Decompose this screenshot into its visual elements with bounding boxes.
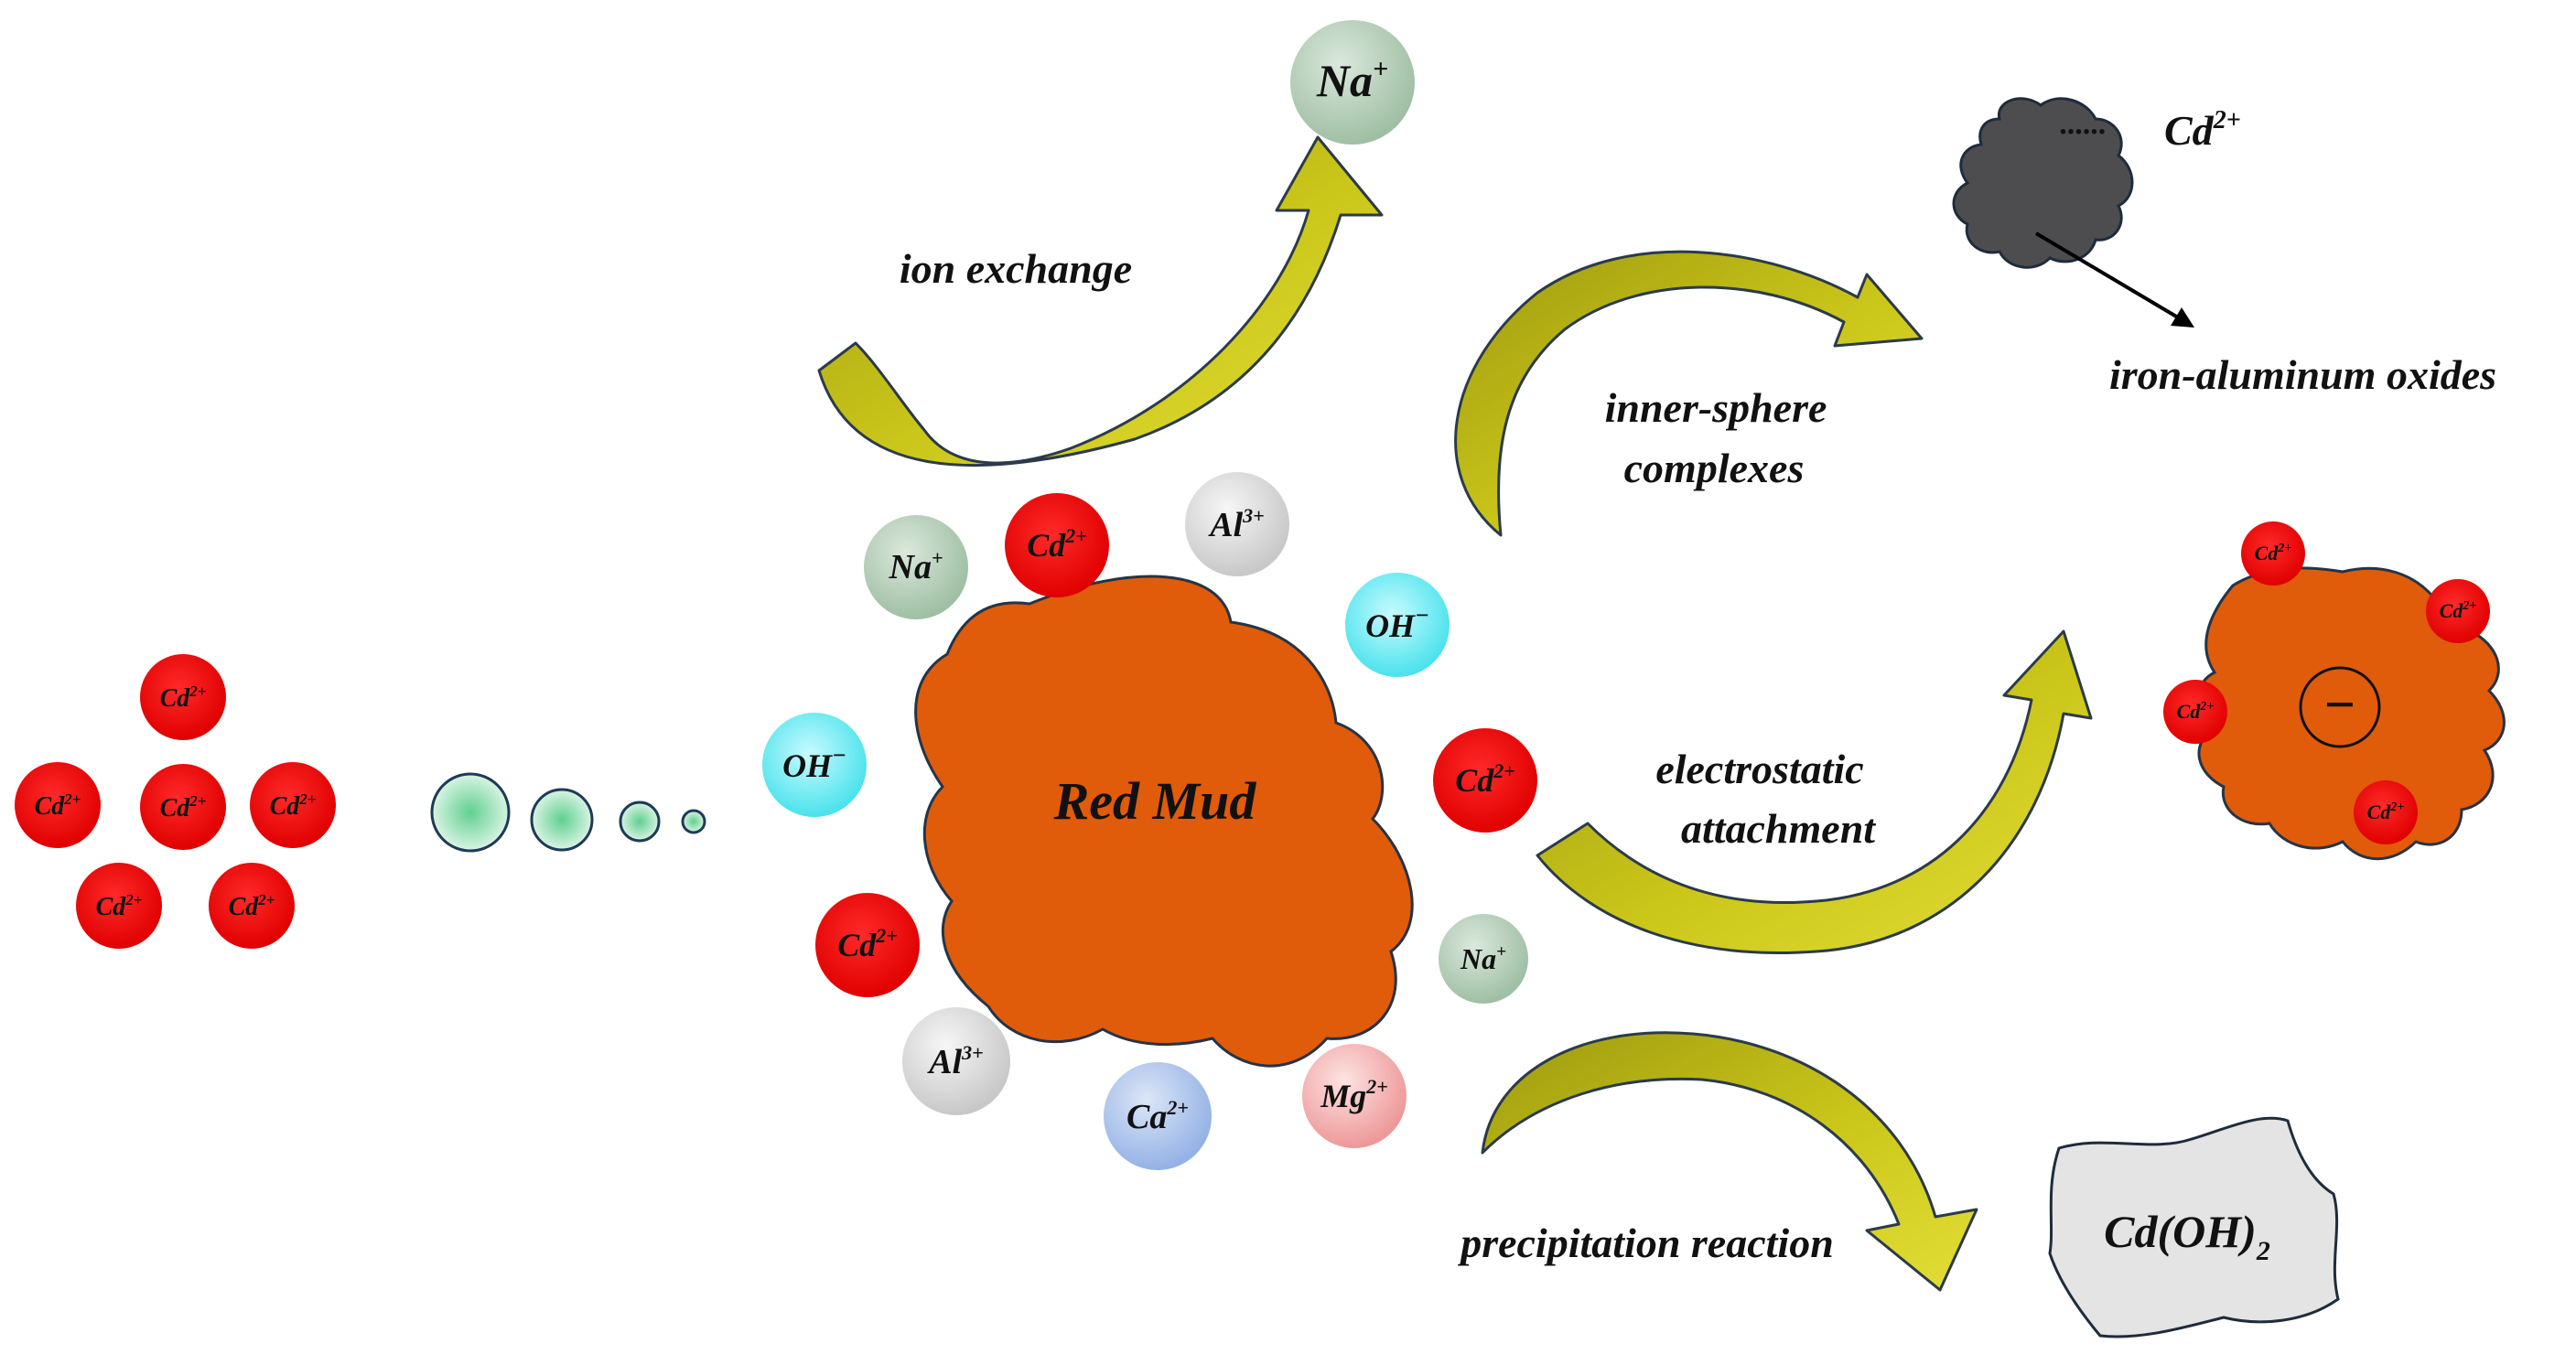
electrostatic-label-line1: electrostatic [1655, 746, 1863, 792]
svg-text:Cd2+: Cd2+ [2164, 106, 2241, 154]
precipitation-arrow: precipitation reaction [1457, 1031, 1978, 1292]
svg-text:Cd2+: Cd2+ [1027, 524, 1087, 564]
inner-sphere-label-line1: inner-sphere [1605, 384, 1827, 431]
red-mud-particle: Red Mud [914, 575, 1414, 1068]
free-cd-cluster: Cd2+ Cd2+ Cd2+ Cd2+ Cd2+ Cd2+ [15, 654, 336, 949]
svg-text:Cd2+: Cd2+ [160, 792, 207, 822]
svg-text:OH−: OH− [1365, 602, 1429, 644]
inner-sphere-label-line2: complexes [1624, 445, 1805, 491]
attached-cd-ion: Cd2+ [2163, 680, 2227, 744]
cd-ion: Cd2+ [76, 863, 162, 949]
svg-text:Cd2+: Cd2+ [2367, 801, 2405, 823]
svg-text:Cd2+: Cd2+ [1455, 759, 1515, 799]
mg-ion: Mg2+ [1302, 1044, 1407, 1148]
al-ion: Al3+ [902, 1007, 1010, 1115]
oxide-pointer-line [2034, 231, 2184, 322]
precipitation-label: precipitation reaction [1457, 1220, 1834, 1266]
cd-ion: Cd2+ [815, 893, 920, 997]
droplet [681, 809, 706, 834]
ion-exchange-arrow: ion exchange [817, 135, 1384, 468]
svg-text:Cd2+: Cd2+ [2255, 542, 2292, 564]
inner-sphere-arrow: inner-sphere complexes [1454, 250, 1924, 537]
svg-text:Al3+: Al3+ [927, 1041, 983, 1081]
svg-text:Na+: Na+ [889, 546, 943, 586]
droplet [619, 801, 661, 843]
svg-text:Na+: Na+ [1316, 54, 1388, 106]
svg-text:Na+: Na+ [1460, 942, 1506, 975]
oxide-label: iron-aluminum oxides [2109, 351, 2496, 398]
cd-ion: Cd2+ [250, 762, 336, 848]
cd-ion: Cd2+ [140, 654, 226, 740]
oh-ion: OH− [762, 713, 867, 817]
cd-ion: Cd2+ [1005, 493, 1109, 597]
svg-text:Cd2+: Cd2+ [96, 891, 143, 921]
electrostatic-arrow: electrostatic attachment [1536, 629, 2093, 955]
electrostatic-label-line2: attachment [1681, 805, 1876, 852]
ca-ion: Ca2+ [1104, 1062, 1212, 1170]
svg-text:Mg2+: Mg2+ [1320, 1075, 1388, 1114]
na-ion: Na+ [1439, 914, 1528, 1004]
svg-text:OH−: OH− [782, 742, 846, 784]
oxide-bond-dots: ······ [2059, 115, 2106, 149]
cd-ion: Cd2+ [15, 762, 101, 848]
cdoh2-precipitate: Cd(OH)2 [2048, 1116, 2340, 1338]
oxide-pointer-head [2171, 307, 2194, 328]
attached-cd-ion: Cd2+ [2354, 780, 2418, 844]
attached-cd-ion: Cd2+ [2241, 521, 2305, 586]
droplet [530, 788, 594, 852]
droplet [430, 772, 511, 853]
oh-ion: OH− [1345, 573, 1450, 677]
al-ion: Al3+ [1185, 472, 1289, 576]
svg-text:Ca2+: Ca2+ [1126, 1096, 1189, 1136]
svg-text:Al3+: Al3+ [1208, 504, 1264, 544]
cd-ion: Cd2+ [1433, 728, 1537, 833]
released-na-ion: Na+ [1290, 20, 1415, 145]
red-mud-label: Red Mud [1053, 771, 1257, 831]
na-ion: Na+ [864, 515, 968, 619]
iron-aluminum-oxide-particle: ······ Cd2+ iron-aluminum oxides [1952, 97, 2496, 398]
svg-text:Cd2+: Cd2+ [837, 924, 898, 963]
svg-text:Cd(OH)2: Cd(OH)2 [2104, 1206, 2270, 1266]
attached-cd-ion: Cd2+ [2426, 579, 2490, 643]
negative-sign: − [2324, 674, 2355, 735]
negative-charge-ring [2299, 666, 2381, 748]
svg-text:Cd2+: Cd2+ [35, 790, 81, 821]
charged-particle: − Cd2+ Cd2+ Cd2+ Cd2+ [2163, 521, 2506, 861]
cd-ion: Cd2+ [140, 764, 226, 850]
svg-text:Cd2+: Cd2+ [229, 891, 275, 921]
svg-text:Cd2+: Cd2+ [2177, 700, 2215, 723]
svg-text:Cd2+: Cd2+ [270, 790, 317, 821]
svg-text:Cd2+: Cd2+ [2440, 599, 2477, 622]
cd-ion: Cd2+ [209, 863, 295, 949]
ion-exchange-label: ion exchange [900, 245, 1132, 292]
diffusion-droplets [430, 772, 706, 853]
svg-text:Cd2+: Cd2+ [160, 682, 207, 713]
